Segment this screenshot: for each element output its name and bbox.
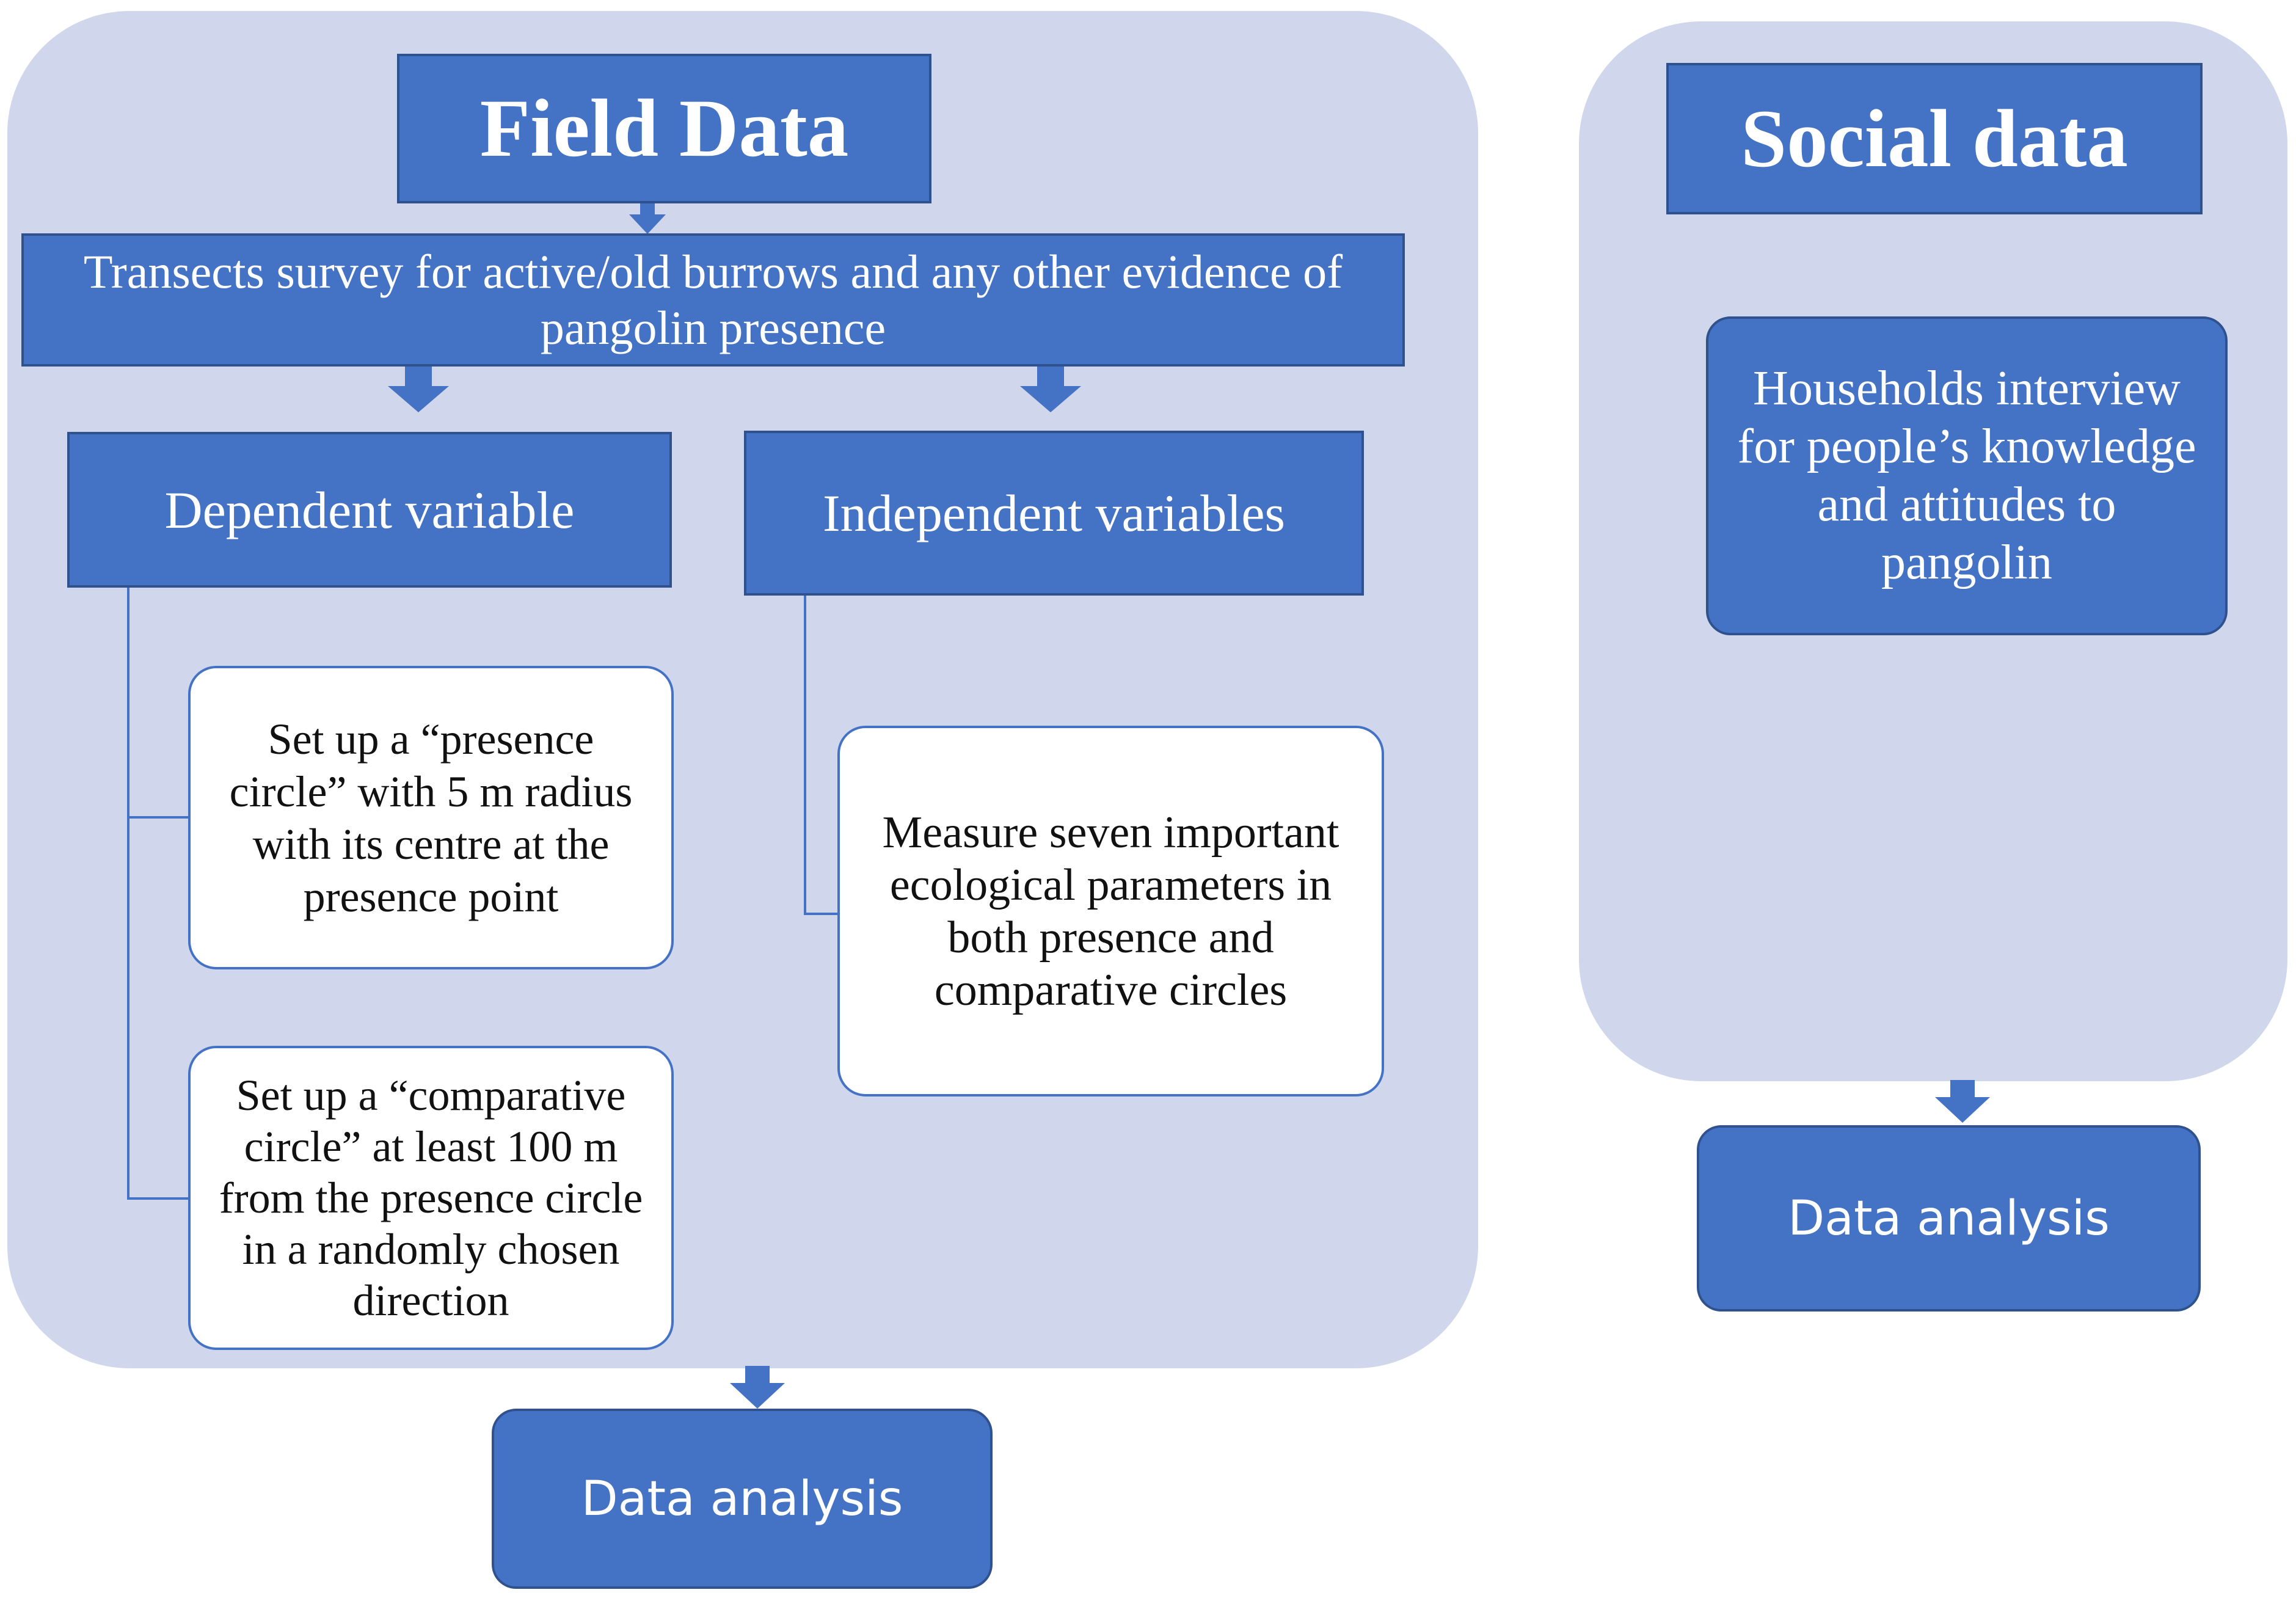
dependent-connector-to-comparative bbox=[127, 1197, 188, 1200]
arrow-to-dependent bbox=[388, 367, 449, 412]
social-data-title: Social data bbox=[1666, 63, 2203, 214]
arrow-to-social-analysis bbox=[1935, 1080, 1990, 1123]
transects-text: Transects survey for active/old burrows … bbox=[83, 245, 1343, 354]
dependent-variable-box: Dependent variable bbox=[67, 432, 672, 588]
presence-circle-box: Set up a “presence circle” with 5 m radi… bbox=[188, 666, 674, 969]
social-data-title-text: Social data bbox=[1741, 93, 2128, 184]
dependent-variable-text: Dependent variable bbox=[164, 480, 575, 539]
measure-parameters-text: Measure seven important ecological param… bbox=[882, 807, 1339, 1015]
social-data-analysis-text: Data analysis bbox=[1788, 1191, 2110, 1246]
presence-circle-text: Set up a “presence circle” with 5 m radi… bbox=[229, 714, 633, 921]
arrow-to-field-analysis bbox=[730, 1366, 785, 1409]
social-data-analysis-box: Data analysis bbox=[1697, 1125, 2201, 1312]
arrow-to-independent bbox=[1020, 367, 1081, 412]
households-interview-box: Households interview for people’s knowle… bbox=[1706, 316, 2228, 635]
arrow-title-to-transects bbox=[629, 203, 666, 234]
independent-connector-vertical bbox=[804, 596, 806, 915]
field-data-analysis-box: Data analysis bbox=[492, 1409, 993, 1589]
field-data-title-text: Field Data bbox=[479, 83, 849, 174]
independent-connector-to-measure bbox=[804, 913, 837, 915]
field-data-title: Field Data bbox=[397, 54, 931, 203]
independent-variables-box: Independent variables bbox=[744, 431, 1364, 596]
dependent-connector-vertical bbox=[127, 588, 129, 1200]
measure-parameters-box: Measure seven important ecological param… bbox=[837, 726, 1384, 1096]
households-interview-text: Households interview for people’s knowle… bbox=[1737, 362, 2196, 589]
independent-variables-text: Independent variables bbox=[823, 484, 1285, 542]
field-data-analysis-text: Data analysis bbox=[581, 1471, 903, 1527]
comparative-circle-text: Set up a “comparative circle” at least 1… bbox=[219, 1071, 643, 1325]
dependent-connector-to-presence bbox=[127, 816, 188, 819]
comparative-circle-box: Set up a “comparative circle” at least 1… bbox=[188, 1046, 674, 1350]
transects-box: Transects survey for active/old burrows … bbox=[21, 233, 1405, 367]
